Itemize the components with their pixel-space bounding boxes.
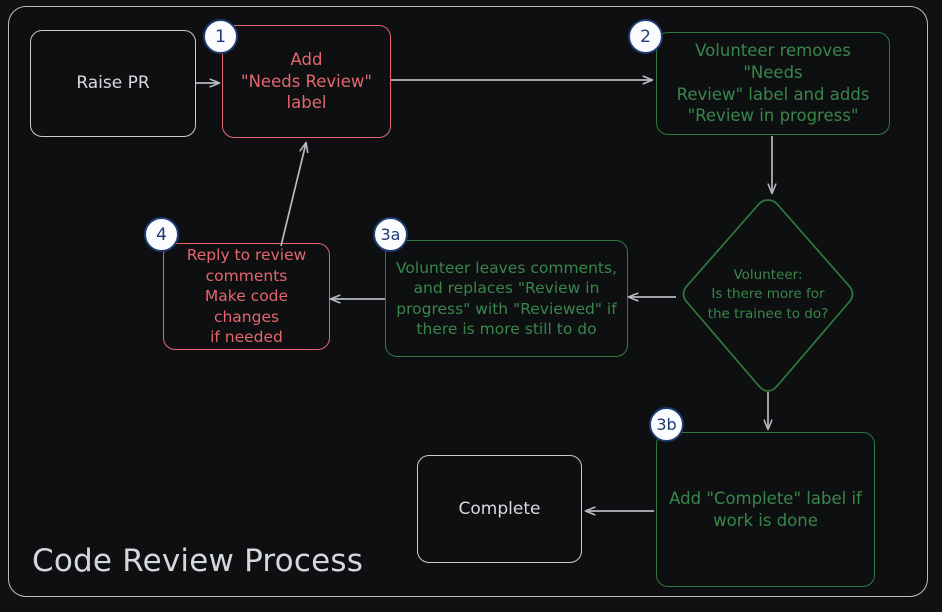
step-badge-2[interactable]: 2 (628, 19, 663, 54)
node-complete-label: Complete (458, 498, 541, 519)
node-add-complete-label: Add "Complete" label if work is done (669, 488, 862, 530)
node-volunteer-comments-label: Volunteer leaves comments, and replaces … (396, 258, 617, 338)
step-badge-1[interactable]: 1 (203, 19, 238, 54)
node-add-needs-review-label: Add "Needs Review" label (240, 49, 372, 113)
node-volunteer-comments[interactable]: Volunteer leaves comments, and replaces … (385, 240, 628, 357)
node-add-complete[interactable]: Add "Complete" label if work is done (656, 432, 875, 587)
step-badge-4[interactable]: 4 (144, 217, 179, 252)
step-badge-3b[interactable]: 3b (649, 407, 684, 442)
node-raise-pr[interactable]: Raise PR (30, 30, 196, 137)
node-raise-pr-label: Raise PR (76, 73, 150, 94)
node-decision[interactable]: Volunteer: Is there more for the trainee… (678, 197, 858, 393)
decision-diamond-shape (682, 199, 854, 392)
node-volunteer-labels[interactable]: Volunteer removes "Needs Review" label a… (656, 32, 890, 135)
step-badge-3a[interactable]: 3a (373, 217, 408, 252)
diagram-title: Code Review Process (32, 543, 364, 579)
node-add-needs-review[interactable]: Add "Needs Review" label (222, 25, 391, 138)
node-reply-to-review-label: Reply to review comments Make code chang… (186, 246, 307, 347)
node-reply-to-review[interactable]: Reply to review comments Make code chang… (163, 243, 330, 350)
node-volunteer-labels-label: Volunteer removes "Needs Review" label a… (676, 40, 870, 126)
node-complete[interactable]: Complete (417, 455, 582, 563)
